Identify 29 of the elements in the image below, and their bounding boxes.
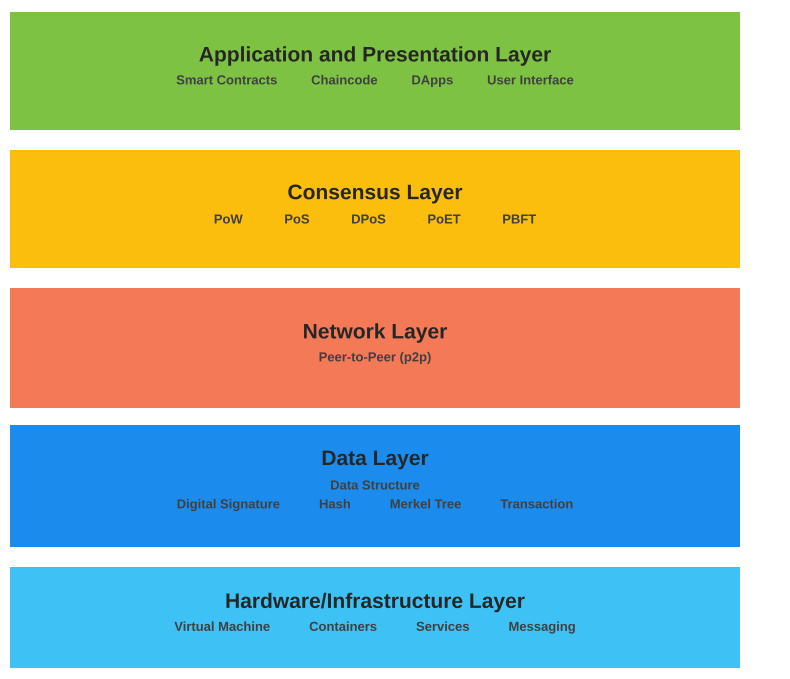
layer-item: Merkel Tree [390,498,461,508]
layer-title: Consensus Layer [288,184,462,204]
layer-item: Containers [310,621,376,631]
layer-item: User Interface [488,74,574,84]
layer-item: Hash [320,498,350,508]
layer-item: DApps [412,75,453,88]
layer-item: Chaincode [312,74,378,84]
layer-item: Virtual Machine [174,621,270,631]
layer-band [10,12,740,130]
layer-title: Network Layer [304,323,448,343]
layer-item: Data Structure [331,480,420,490]
layer-band [10,425,740,547]
layer-title: Application and Presentation Layer [199,46,551,66]
layer-item: Digital Signature [178,498,280,512]
layer-title: Data Layer [322,450,428,470]
layer-item: Transaction [500,498,572,508]
layer-item: PBFT [503,214,536,224]
layer-item: PoS [285,214,310,224]
layer-title: Hardware/Infrastructure Layer [226,592,525,612]
layer-band [10,567,740,668]
layer-item: Peer-to-Peer (p2p) [320,352,431,364]
layer-item: PoW [214,214,243,224]
layer-item: Smart Contracts [176,75,277,84]
layer-item: PoET [428,214,461,224]
layer-band [10,288,740,408]
layer-item: Messaging [509,621,575,634]
layer-item: Services [416,621,469,631]
layer-item: DPoS [352,214,386,224]
layer-band [10,150,740,268]
